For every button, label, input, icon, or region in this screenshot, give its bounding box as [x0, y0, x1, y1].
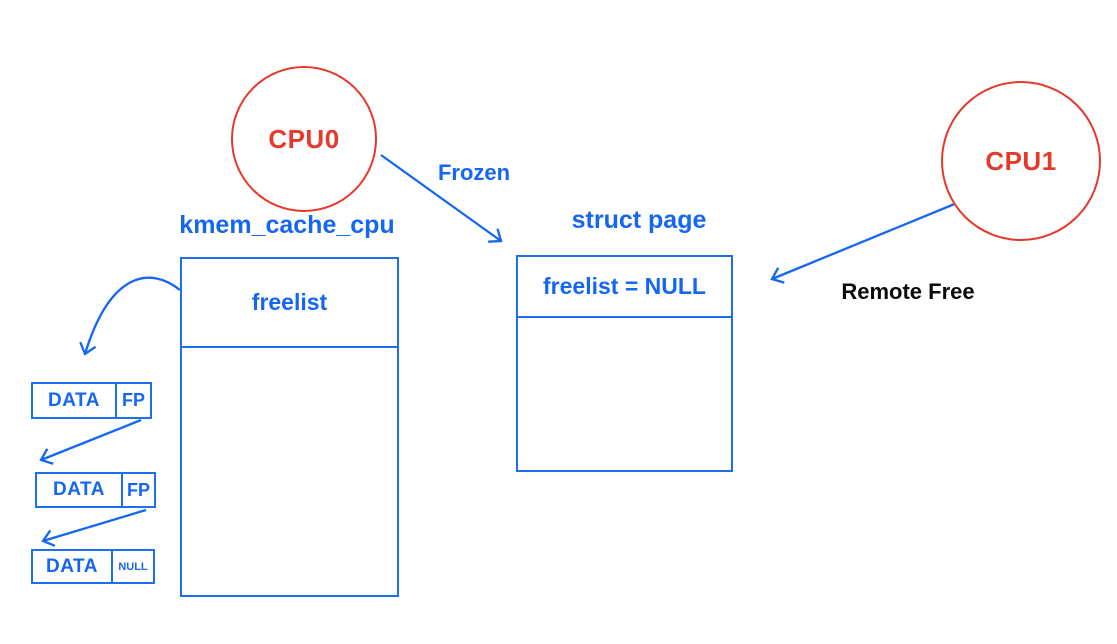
freelist-block-3-data: DATA [46, 555, 98, 577]
cpu0-node: CPU0 [231, 66, 377, 212]
kmem-cache-cpu-box: freelist [180, 257, 399, 597]
freelist-block-3: DATA NULL [31, 549, 155, 584]
cpu0-label: CPU0 [268, 123, 340, 154]
freelist-block-1-data: DATA [48, 389, 100, 411]
kmem-freelist-field: freelist [182, 259, 397, 348]
freelist-block-2: DATA FP [35, 472, 156, 508]
struct-page-box: freelist = NULL [516, 255, 733, 472]
struct-page-freelist-field: freelist = NULL [518, 257, 731, 318]
cpu1-node: CPU1 [941, 81, 1101, 241]
freelist-block-2-data: DATA [53, 479, 105, 500]
freelist-pointer-arrow [79, 276, 181, 356]
struct-page-title: struct page [571, 206, 707, 234]
freelist-block-1-fp: FP [115, 384, 150, 417]
struct-page-box-body [518, 318, 731, 470]
frozen-edge-label: Frozen [437, 160, 511, 185]
kmem-box-body [182, 348, 397, 595]
freelist-block-1: DATA FP [31, 382, 152, 419]
remote-free-edge-label: Remote Free [841, 279, 975, 304]
freelist-block-2-fp: FP [121, 474, 154, 506]
kmem-cache-cpu-title: kmem_cache_cpu [179, 211, 395, 239]
remote-free-arrow [770, 201, 958, 284]
fp-link-arrow-1 [39, 418, 142, 465]
fp-link-arrow-2 [41, 508, 147, 547]
cpu1-label: CPU1 [985, 145, 1057, 176]
freelist-block-3-null: NULL [111, 551, 153, 582]
